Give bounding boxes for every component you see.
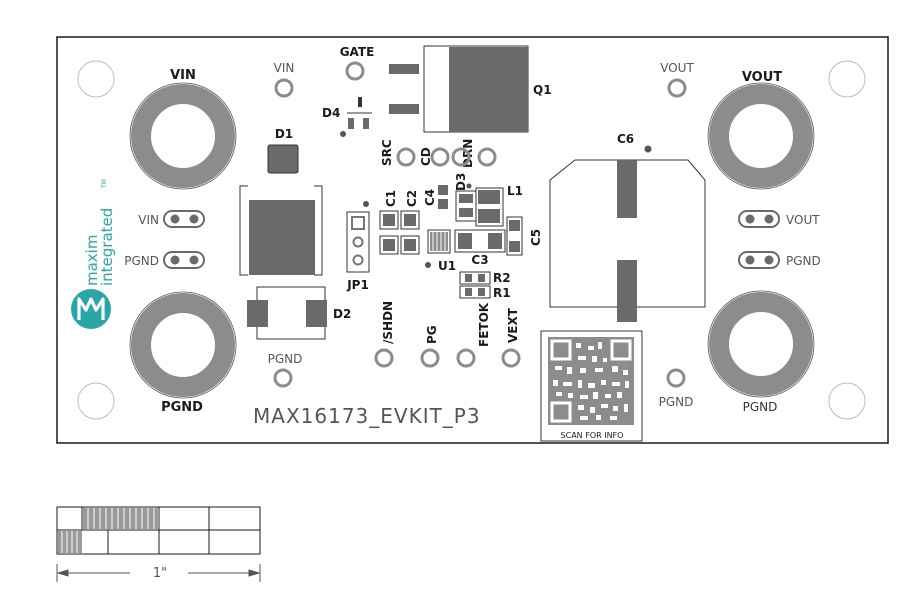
qr-code[interactable] — [540, 330, 643, 442]
test-point-pgnd-right-mid-label: PGND — [659, 395, 694, 409]
c2-label: C2 — [405, 190, 419, 207]
component-c3[interactable] — [454, 229, 506, 253]
d1-label: D1 — [275, 127, 293, 141]
component-d2[interactable] — [247, 286, 327, 340]
terminal-pgnd-right-label: PGND — [743, 400, 778, 414]
test-point-vin[interactable] — [274, 78, 294, 98]
d3-label: D3 — [454, 173, 468, 191]
test-point-vout-label: VOUT — [660, 61, 694, 75]
brand-line2: integrated — [98, 208, 116, 286]
scale-dimension-line — [56, 564, 261, 582]
qr-caption: SCAN FOR INFO — [561, 431, 624, 440]
component-jp1[interactable] — [346, 201, 370, 273]
scale-label: 1" — [153, 566, 167, 581]
c5-label: C5 — [529, 229, 543, 246]
component-c4[interactable] — [438, 185, 448, 209]
r2-label: R2 — [493, 271, 511, 285]
component-u1[interactable] — [425, 229, 451, 268]
test-point-gate-label: GATE — [340, 45, 375, 59]
component-c1[interactable] — [379, 210, 399, 255]
d2-label: D2 — [333, 307, 351, 321]
l1-label: L1 — [507, 184, 523, 198]
test-point-vext[interactable] — [501, 348, 521, 368]
c3-label: C3 — [471, 253, 488, 267]
header-pgnd-right[interactable] — [738, 251, 780, 269]
header-vin-label: VIN — [138, 213, 159, 227]
r1-label: R1 — [493, 286, 511, 300]
component-c5[interactable] — [506, 216, 523, 256]
test-point-vout[interactable] — [667, 78, 687, 98]
terminal-pgnd-right[interactable] — [707, 290, 815, 398]
component-c2[interactable] — [400, 210, 420, 255]
q1-label: Q1 — [533, 83, 552, 97]
header-pgnd-left[interactable] — [163, 251, 205, 269]
header-vout[interactable] — [738, 210, 780, 228]
test-point-pgnd-mid[interactable] — [273, 368, 293, 388]
terminal-vin-label: VIN — [170, 68, 196, 83]
component-q1[interactable] — [389, 45, 529, 133]
mounting-holes — [77, 60, 866, 420]
terminal-pgnd-left-label: PGND — [161, 400, 203, 415]
c6-label: C6 — [617, 132, 634, 146]
component-d1[interactable] — [267, 144, 299, 174]
brand-line1: maxim — [83, 235, 101, 286]
test-point-shdn[interactable] — [374, 348, 394, 368]
component-r2[interactable] — [459, 271, 491, 285]
terminal-vout-label: VOUT — [742, 70, 782, 85]
component-c6[interactable] — [549, 145, 706, 323]
test-point-shdn-label: /SHDN — [381, 301, 395, 344]
terminal-vin[interactable] — [129, 82, 237, 190]
jp1-label: JP1 — [346, 278, 369, 292]
test-point-pgnd-mid-label: PGND — [268, 352, 303, 366]
test-point-fetok[interactable] — [456, 348, 476, 368]
header-pgnd-left-label: PGND — [124, 254, 159, 268]
test-point-gate[interactable] — [345, 61, 365, 81]
d4-label: D4 — [322, 106, 340, 120]
brand-tm: TM — [101, 179, 108, 189]
c4-label: C4 — [423, 189, 437, 206]
test-point-drn[interactable] — [477, 147, 497, 167]
test-point-pg[interactable] — [420, 348, 440, 368]
component-large-inductor[interactable] — [239, 185, 323, 276]
header-pgnd-right-label: PGND — [786, 254, 821, 268]
u1-label: U1 — [438, 259, 456, 273]
maxim-logo: maxim integrated TM — [71, 179, 116, 329]
test-point-vin-label: VIN — [274, 61, 295, 75]
test-point-src[interactable] — [396, 147, 416, 167]
test-point-fetok-label: FETOK — [477, 302, 491, 347]
header-vin[interactable] — [163, 210, 205, 228]
test-point-cd-label: CD — [419, 147, 433, 166]
board-title: MAX16173_EVKIT_P3 — [253, 404, 481, 428]
test-point-unnamed[interactable] — [451, 147, 471, 167]
component-l1[interactable] — [475, 187, 504, 227]
test-point-pgnd-right-mid[interactable] — [666, 368, 686, 388]
scale-grid — [56, 506, 261, 555]
terminal-vout[interactable] — [707, 82, 815, 190]
test-point-vext-label: VEXT — [506, 307, 520, 343]
test-point-pg-label: PG — [425, 325, 439, 344]
component-d4[interactable] — [340, 97, 372, 137]
header-vout-label: VOUT — [786, 213, 820, 227]
terminal-pgnd-left[interactable] — [129, 291, 237, 399]
c1-label: C1 — [384, 190, 398, 207]
component-r1[interactable] — [459, 285, 491, 299]
test-point-cd[interactable] — [430, 147, 450, 167]
test-point-src-label: SRC — [380, 139, 394, 166]
